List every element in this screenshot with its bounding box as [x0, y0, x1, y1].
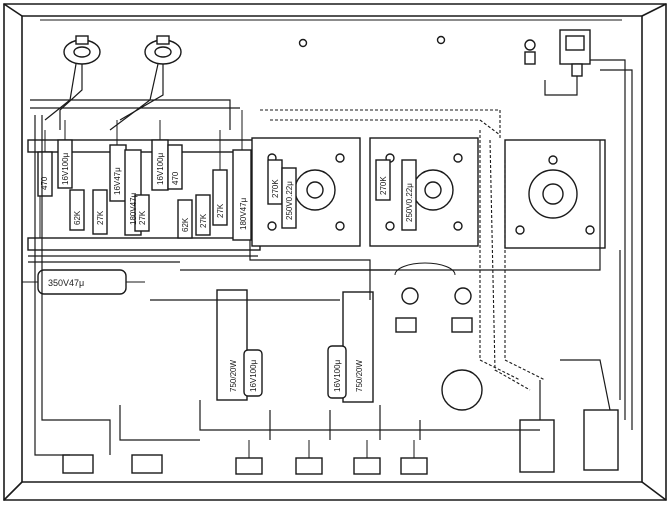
label-c-16v100-c: 16V100μ [249, 359, 258, 392]
mounting-screws [298, 35, 536, 65]
tube-socket-1 [251, 137, 361, 247]
label-c-180v47-a: 180V47μ [129, 192, 138, 225]
label-r-270k-b: 270K [379, 176, 388, 195]
label-c-250v22-a: 250V0.22μ [285, 181, 294, 220]
label-r-27k-b: 27K [138, 210, 147, 225]
label-c-180v47-b: 180V47μ [239, 197, 248, 230]
label-r-270k-a: 270K [271, 179, 280, 198]
label-c-250v22-b: 250V0.22μ [405, 183, 414, 222]
label-c-16v100-a: 16V100μ [61, 152, 70, 185]
component-labels: 470 16V100μ 62K 27K 16V47μ 180V47μ 27K 1… [40, 152, 414, 392]
power-socket [544, 29, 633, 430]
tag-strip-board [27, 139, 261, 251]
chassis-frame [3, 3, 667, 501]
label-r-27k-a: 27K [96, 210, 105, 225]
label-r-27k-d: 27K [216, 203, 225, 218]
label-c-16v100-d: 16V100μ [333, 359, 342, 392]
tube-socket-3 [504, 139, 606, 249]
power-resistor-brackets [216, 289, 374, 403]
label-c-16v100-b: 16V100μ [156, 152, 165, 185]
label-r-62k-a: 62K [73, 210, 82, 225]
input-jack-right [109, 35, 182, 131]
label-c-16v47-a: 16V47μ [113, 167, 122, 195]
label-r-470-a: 470 [40, 176, 49, 190]
label-r-750-20w-b: 750/20W [355, 360, 364, 392]
label-r-62k-b: 62K [181, 217, 190, 232]
wiring [28, 99, 621, 456]
capacitor-350v47 [22, 269, 145, 295]
transformer-terminals [394, 262, 483, 411]
label-r-750-20w-a: 750/20W [229, 360, 238, 392]
label-r-470-b: 470 [171, 171, 180, 185]
input-jack-left [44, 35, 101, 130]
label-r-27k-c: 27K [199, 213, 208, 228]
tube-socket-2 [369, 137, 479, 247]
label-c-350v47: 350V47μ [48, 278, 84, 288]
bottom-terminals [62, 409, 619, 475]
